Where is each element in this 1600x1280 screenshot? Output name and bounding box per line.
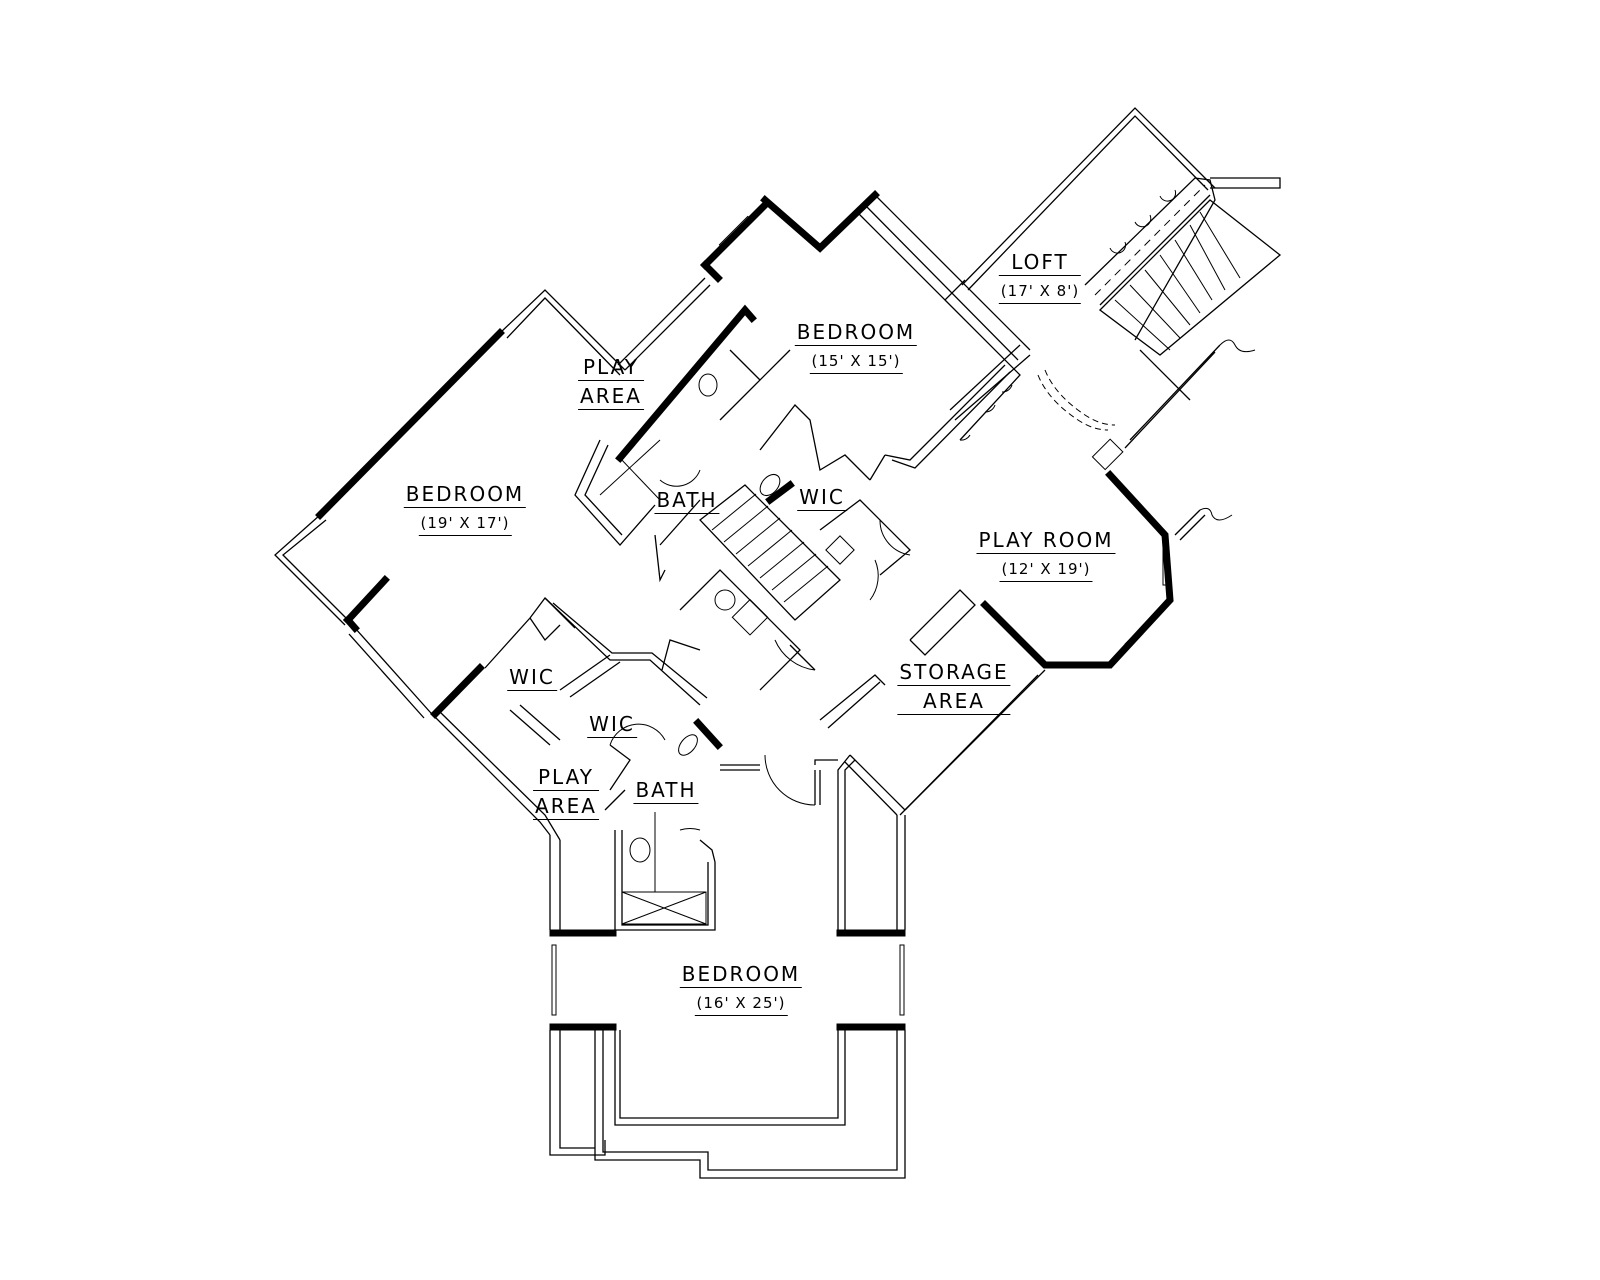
north-wic bbox=[759, 404, 911, 601]
room-dimensions: (15' X 15') bbox=[809, 349, 903, 374]
northeast-bedroom-walls bbox=[854, 194, 1031, 469]
room-dimensions: (19' X 17') bbox=[418, 511, 512, 536]
room-name: PLAY bbox=[578, 355, 644, 381]
north-center-walls bbox=[574, 190, 880, 583]
room-name-line2: AREA bbox=[533, 794, 599, 820]
room-dimensions: (17' X 8') bbox=[998, 279, 1082, 304]
central-stair bbox=[661, 473, 841, 691]
loft-walls bbox=[961, 107, 1282, 471]
room-name: WIC bbox=[797, 485, 847, 511]
room-name: STORAGE bbox=[897, 660, 1011, 686]
room-name: LOFT bbox=[998, 250, 1082, 276]
play-room-walls bbox=[819, 470, 1233, 816]
room-label-wic-n: WIC bbox=[797, 485, 847, 511]
room-name: PLAY bbox=[533, 765, 599, 791]
room-name: WIC bbox=[507, 665, 557, 691]
room-label-loft: LOFT (17' X 8') bbox=[998, 250, 1082, 304]
room-name: BEDROOM bbox=[403, 482, 527, 508]
west-bedroom-walls bbox=[274, 289, 626, 841]
room-dimensions: (12' X 19') bbox=[999, 557, 1093, 582]
room-name: BEDROOM bbox=[679, 962, 803, 988]
room-name-line2: AREA bbox=[578, 384, 644, 410]
south-bedroom-walls bbox=[549, 754, 906, 1179]
room-name: BATH bbox=[654, 488, 720, 514]
room-label-bath-n: BATH bbox=[654, 488, 720, 514]
room-label-storage-area: STORAGE AREA bbox=[897, 660, 1011, 715]
room-name: BEDROOM bbox=[794, 320, 918, 346]
room-name: WIC bbox=[587, 712, 637, 738]
room-label-bedroom-ne: BEDROOM (15' X 15') bbox=[794, 320, 918, 374]
room-dimensions: (16' X 25') bbox=[694, 991, 788, 1016]
room-label-wic-sw1: WIC bbox=[507, 665, 557, 691]
south-bath bbox=[614, 812, 716, 931]
room-name: BATH bbox=[633, 778, 699, 804]
room-label-bedroom-w: BEDROOM (19' X 17') bbox=[403, 482, 527, 536]
southwest-closets bbox=[484, 597, 723, 811]
room-label-wic-sw2: WIC bbox=[587, 712, 637, 738]
room-name: PLAY ROOM bbox=[976, 528, 1116, 554]
room-label-bedroom-s: BEDROOM (16' X 25') bbox=[679, 962, 803, 1016]
room-label-play-area-n: PLAY AREA bbox=[578, 355, 644, 410]
room-label-bath-s: BATH bbox=[633, 778, 699, 804]
room-name-line2: AREA bbox=[897, 689, 1011, 715]
room-label-play-room: PLAY ROOM (12' X 19') bbox=[976, 528, 1116, 582]
room-label-play-area-s: PLAY AREA bbox=[533, 765, 599, 820]
